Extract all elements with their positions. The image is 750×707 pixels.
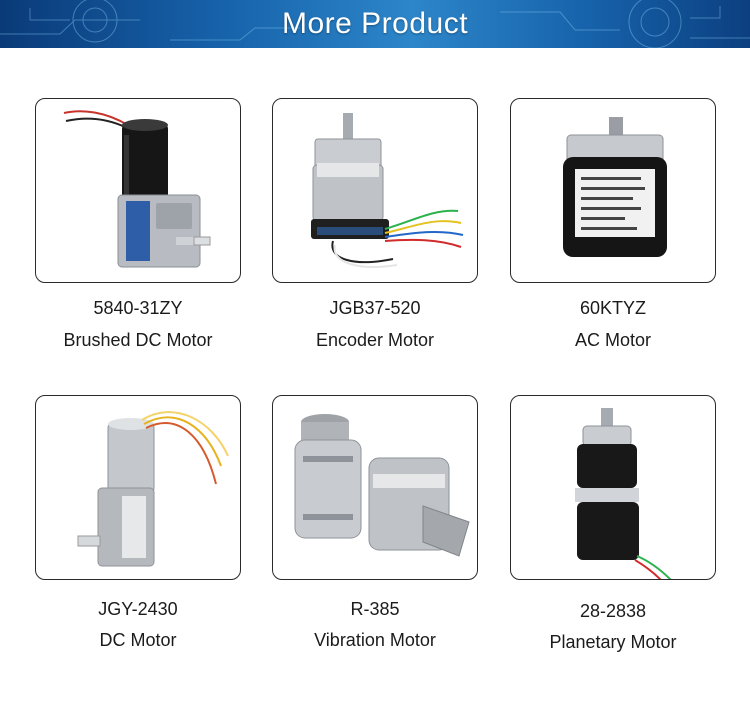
product-card-28-2838[interactable] [510, 395, 716, 580]
product-type-label: Planetary Motor [549, 632, 677, 652]
product-type-label: Brushed DC Motor [63, 330, 213, 350]
product-type-label: DC Motor [99, 630, 177, 650]
ac-motor-image [563, 117, 667, 257]
product-model-label: 5840-31ZY [93, 298, 183, 318]
encoder-motor-image [311, 113, 464, 268]
product-model-label: 28-2838 [579, 601, 647, 621]
planetary-motor-image [575, 408, 672, 579]
page-title: More Product [281, 7, 469, 40]
vibration-motor-image [294, 414, 470, 557]
product-model-label: JGY-2430 [98, 599, 178, 619]
dc-worm-motor-image [77, 411, 229, 567]
product-model-label: 60KTYZ [579, 298, 647, 318]
worm-gear-motor-image [63, 110, 211, 268]
product-card-jgy-2430[interactable] [35, 395, 241, 580]
product-card-jgb37-520[interactable] [272, 98, 478, 283]
product-card-r-385[interactable] [272, 395, 478, 580]
product-model-label: R-385 [350, 599, 400, 619]
product-type-label: Encoder Motor [315, 330, 435, 350]
product-model-label: JGB37-520 [329, 298, 421, 318]
header-banner: More Product [0, 0, 750, 48]
product-card-60ktyz[interactable] [510, 98, 716, 283]
product-type-label: AC Motor [574, 330, 652, 350]
product-type-label: Vibration Motor [314, 630, 436, 650]
circuit-pattern [0, 0, 750, 48]
product-card-5840-31zy[interactable] [35, 98, 241, 283]
